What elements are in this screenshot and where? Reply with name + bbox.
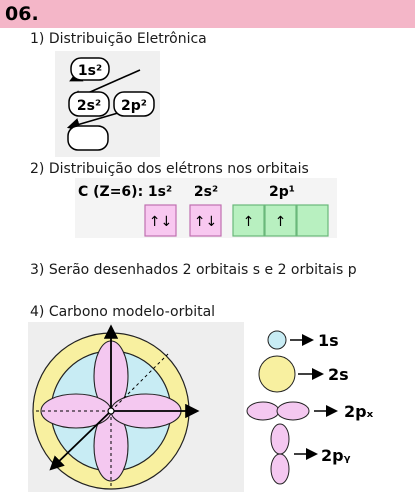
section-4-title: 4) Carbono modelo-orbital [30,304,216,320]
legend-2px: 2pₓ [344,402,374,421]
arrow-2p-1: ↑ [243,214,255,230]
legend-2py: 2pᵧ [321,446,351,465]
electron-distribution-diagram: 1s² 2s² 2p² [55,51,160,157]
section-1-title: 1) Distribuição Eletrônica [30,31,207,47]
legend-2s: 2s [328,365,349,384]
box-2s [68,91,110,117]
element-label: C (Z=6): [78,184,143,200]
orbital-box-2p-3 [296,204,329,237]
arrows-2s: ↑↓ [194,214,217,230]
box-2s-label: 2s² [77,98,101,114]
orbital-box-2p-2 [264,204,297,237]
box-2p-label: 2p² [121,98,147,114]
orbital-box-1s [144,204,177,237]
arrows-1s: ↑↓ [149,214,172,230]
question-number: 06. [5,3,39,25]
orbital-box-2s [189,204,222,237]
box-1s-label: 1s² [78,63,102,79]
section-2-title: 2) Distribuição dos elétrons nos orbitai… [30,161,309,177]
section-3-title: 3) Serão desenhados 2 orbitais s e 2 orb… [30,262,357,278]
orbital-legend: 1s 2s 2pₓ 2pᵧ [246,330,374,485]
orbital-box-2p-1 [232,204,265,237]
arrow-2p-2: ↑ [275,214,287,230]
box-2p [113,91,155,117]
label-1s: 1s² [148,184,172,200]
label-2s: 2s² [194,184,218,200]
orbital-boxes-diagram: C (Z=6): 1s² 2s² 2p¹ ↑↓ ↑↓ ↑ ↑ [75,178,337,238]
legend-1s: 1s [318,331,339,350]
label-2p: 2p¹ [269,184,295,200]
box-empty [67,125,109,151]
carbon-orbital-model [28,322,244,492]
question-header: 06. [0,0,415,28]
box-1s [70,57,110,81]
